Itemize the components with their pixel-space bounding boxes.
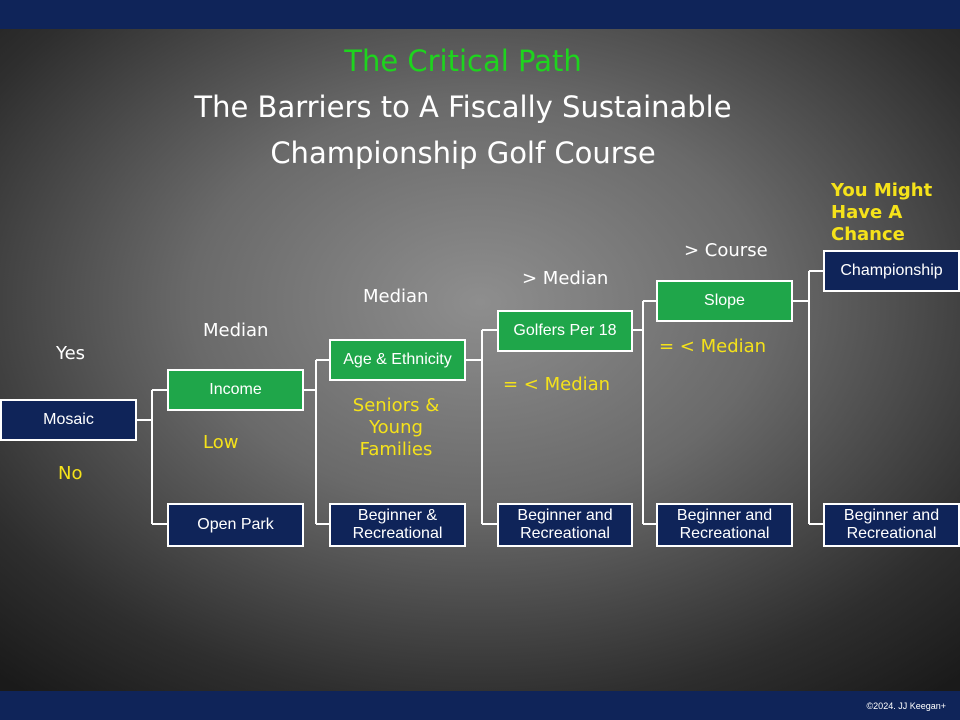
label-no: No <box>58 463 83 484</box>
node-championship: Championship <box>823 250 960 292</box>
title-championship-line: Championship Golf Course <box>270 136 656 170</box>
node-beginner-recreational-3: Beginner and Recreational <box>656 503 793 547</box>
node-beginner-recreational-4: Beginner and Recreational <box>823 503 960 547</box>
node-income: Income <box>167 369 304 411</box>
footer-copyright: ©2024. JJ Keegan+ <box>866 701 946 711</box>
label-golfers-gt-median: > Median <box>522 268 609 289</box>
label-slope-le-median: = < Median <box>659 336 767 357</box>
label-golfers-le-median: = < Median <box>503 374 611 395</box>
top-band <box>0 0 960 29</box>
node-beginner-recreational-2: Beginner and Recreational <box>497 503 633 547</box>
node-age-ethnicity: Age & Ethnicity <box>329 339 466 381</box>
label-income-median: Median <box>203 320 269 341</box>
label-age-median: Median <box>363 286 429 307</box>
label-income-low: Low <box>203 432 239 453</box>
node-beginner-recreational-1: Beginner & Recreational <box>329 503 466 547</box>
label-slope-gt-course: > Course <box>684 240 768 261</box>
bottom-band: ©2024. JJ Keegan+ <box>0 691 960 720</box>
node-slope: Slope <box>656 280 793 322</box>
node-mosaic: Mosaic <box>0 399 137 441</box>
label-you-might-have-a-chance: You Might Have A Chance <box>831 180 933 245</box>
title-critical-path: The Critical Path <box>344 44 582 78</box>
title-barriers-line: The Barriers to A Fiscally Sustainable <box>194 90 732 124</box>
node-open-park: Open Park <box>167 503 304 547</box>
node-golfers-per-18: Golfers Per 18 <box>497 310 633 352</box>
label-seniors-young-families: Seniors & Young Families <box>352 395 440 460</box>
label-yes: Yes <box>56 343 86 364</box>
